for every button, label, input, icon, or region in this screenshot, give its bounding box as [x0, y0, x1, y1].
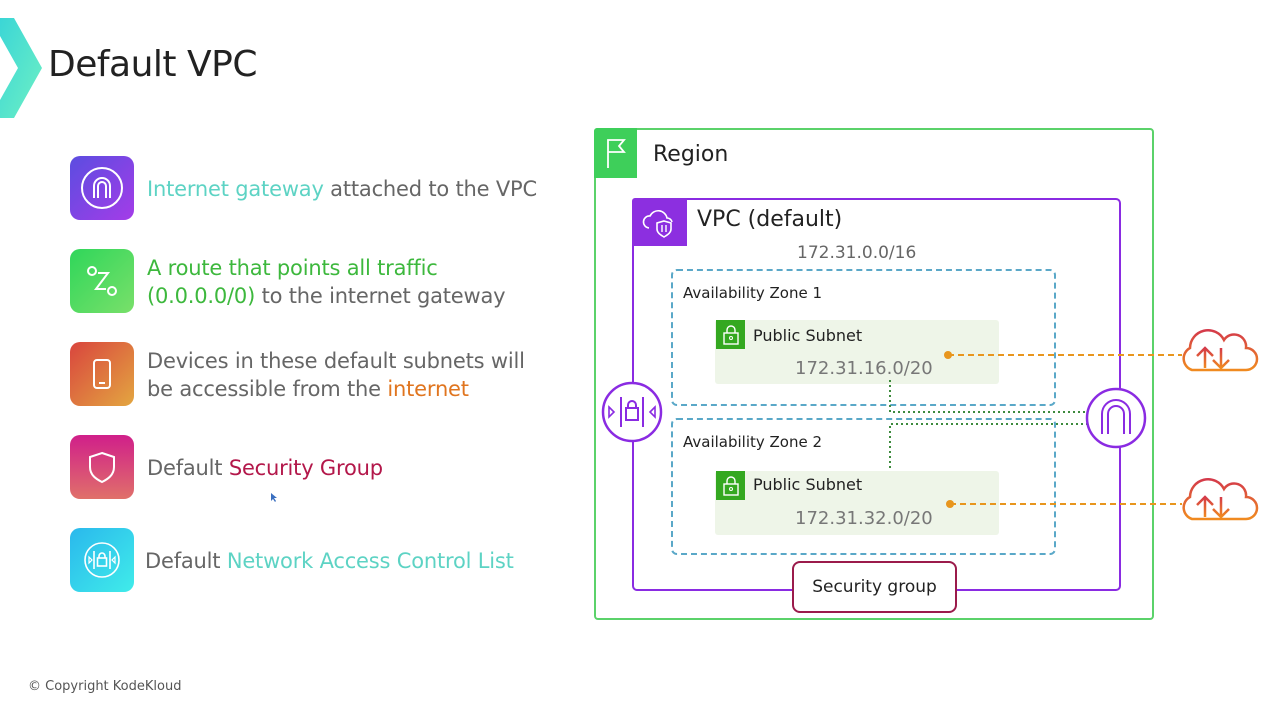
vpc-cloud-shield-icon: [632, 198, 687, 246]
mobile-device-icon: [70, 342, 134, 406]
internet-gateway-icon: [70, 156, 134, 220]
az-label: Availability Zone 2: [683, 433, 823, 451]
item-highlight: (0.0.0.0/0): [147, 284, 256, 308]
internet-cloud-icon-1: [1182, 329, 1259, 372]
kodekloud-chevron-logo: [0, 18, 42, 118]
item-highlight: internet: [387, 377, 469, 401]
item-security-group: Default Security Group: [147, 454, 383, 482]
item-internet-gateway: Internet gateway attached to the VPC: [147, 175, 537, 203]
item-highlight: Internet gateway: [147, 177, 324, 201]
lock-icon: [716, 471, 745, 500]
availability-zone-2: [671, 418, 1056, 555]
item-text: to the internet gateway: [255, 284, 506, 308]
subnet-cidr: 172.31.16.0/20: [795, 358, 933, 379]
region-label: Region: [653, 142, 729, 167]
item-highlight: Security Group: [228, 456, 383, 480]
vpc-label: VPC (default): [697, 207, 843, 232]
item-devices: Devices in these default subnets will be…: [147, 347, 525, 403]
item-highlight: Network Access Control List: [226, 549, 514, 573]
route-icon: [70, 249, 134, 313]
subnet-label: Public Subnet: [753, 475, 863, 494]
item-text: Default: [147, 456, 229, 480]
lock-icon: [716, 320, 745, 349]
item-text: attached to the VPC: [323, 177, 537, 201]
item-text: Default: [145, 549, 227, 573]
copyright: © Copyright KodeKloud: [28, 679, 182, 694]
network-acl-icon: [70, 528, 134, 592]
item-line-1: A route that points all traffic: [147, 256, 438, 280]
vpc-cidr: 172.31.0.0/16: [797, 243, 917, 263]
security-group-box: Security group: [792, 561, 957, 613]
region-container: [594, 128, 1154, 620]
internet-cloud-icon-2: [1182, 478, 1259, 521]
shield-icon: [70, 435, 134, 499]
item-text: be accessible from the: [147, 377, 388, 401]
page-title: Default VPC: [48, 44, 257, 85]
subnet-label: Public Subnet: [753, 326, 863, 345]
mouse-cursor-icon: [271, 493, 277, 502]
subnet-cidr: 172.31.32.0/20: [795, 508, 933, 529]
az-label: Availability Zone 1: [683, 284, 823, 302]
availability-zone-1: [671, 269, 1056, 406]
item-route: A route that points all traffic (0.0.0.0…: [147, 254, 506, 310]
item-network-acl: Default Network Access Control List: [145, 547, 514, 575]
region-flag-icon: [594, 128, 637, 178]
item-line-1: Devices in these default subnets will: [147, 349, 525, 373]
